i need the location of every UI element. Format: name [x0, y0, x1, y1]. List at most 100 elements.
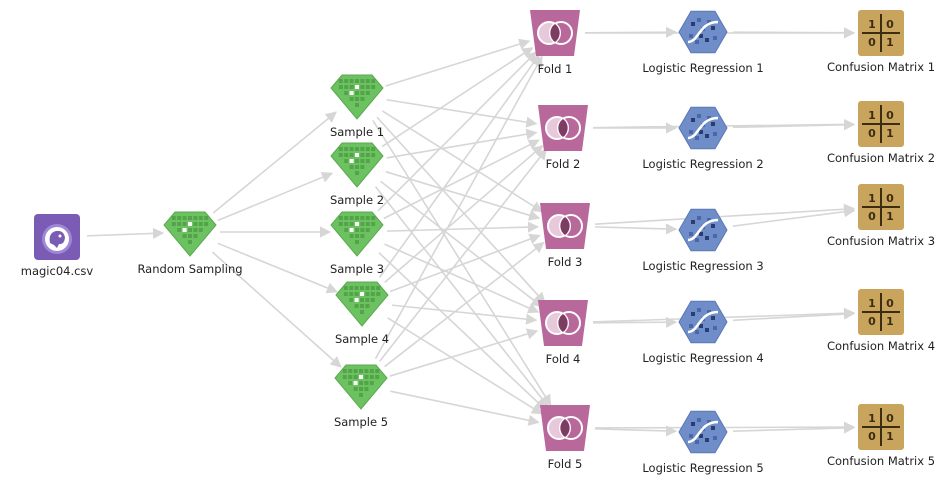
- logistic-regression-icon[interactable]: [678, 10, 728, 54]
- sample-icon[interactable]: [330, 142, 384, 188]
- matrix-digit: 0: [886, 412, 894, 425]
- sampling-icon[interactable]: [163, 211, 217, 257]
- matrix-digit: 0: [868, 315, 876, 328]
- edge-lr3-to-cm3: [732, 206, 856, 227]
- sample-icon[interactable]: [330, 74, 384, 120]
- node-label-f4: Fold 4: [545, 352, 581, 366]
- edge-lr2-to-cm2: [732, 119, 856, 131]
- edge-f3-to-lr3: [594, 223, 678, 235]
- edge-s2-to-f4: [380, 180, 543, 308]
- edge-s5-to-f3: [384, 241, 545, 368]
- node-label-magic: magic04.csv: [20, 264, 94, 278]
- edge-rs-to-s2: [217, 171, 334, 222]
- edge-magic-to-rs: [86, 227, 165, 239]
- matrix-digit: 1: [886, 36, 894, 49]
- edge-s1-to-f1: [385, 38, 531, 87]
- node-label-f3: Fold 3: [547, 255, 583, 269]
- edge-rs-to-s5: [211, 251, 342, 368]
- edge-s4-to-f2: [384, 144, 544, 283]
- edge-f3-to-cm3: [594, 203, 856, 225]
- edge-s5-to-f5: [390, 390, 540, 426]
- node-label-rs: Random Sampling: [137, 262, 243, 276]
- node-label-lr4: Logistic Regression 4: [642, 351, 764, 365]
- edge-s2-to-f5: [374, 186, 550, 408]
- edge-lr5-to-cm5: [732, 422, 856, 434]
- node-label-cm2: Confusion Matrix 2: [826, 151, 936, 165]
- edge-s3-to-f2: [383, 139, 540, 220]
- edge-rs-to-s1: [212, 111, 337, 214]
- edges-layer: [86, 26, 856, 437]
- matrix-digit: 0: [886, 18, 894, 31]
- sample-icon[interactable]: [330, 211, 384, 257]
- edge-rs-to-s4: [217, 242, 339, 294]
- merge-icon[interactable]: [540, 203, 590, 249]
- edge-s1-to-f2: [386, 98, 538, 128]
- matrix-digit: 1: [868, 192, 876, 205]
- node-label-cm4: Confusion Matrix 4: [826, 339, 936, 353]
- edge-lr1-to-cm1: [732, 27, 856, 39]
- edge-s4-to-f4: [391, 304, 538, 325]
- node-label-cm3: Confusion Matrix 3: [826, 234, 936, 248]
- edge-s5-to-f1: [374, 55, 543, 360]
- edge-f4-to-lr4: [592, 316, 678, 328]
- logistic-regression-icon[interactable]: [678, 208, 728, 252]
- edge-s2-to-f2: [386, 128, 538, 159]
- merge-icon[interactable]: [540, 405, 590, 451]
- node-label-s4: Sample 4: [334, 332, 390, 346]
- matrix-digit: 0: [868, 430, 876, 443]
- merge-icon[interactable]: [530, 10, 580, 56]
- node-label-f5: Fold 5: [547, 457, 583, 471]
- node-label-lr3: Logistic Regression 3: [642, 259, 764, 273]
- edge-s4-to-f5: [387, 317, 544, 415]
- node-label-lr5: Logistic Regression 5: [642, 461, 764, 475]
- matrix-digit: 0: [886, 297, 894, 310]
- matrix-digit: 1: [886, 315, 894, 328]
- node-label-s2: Sample 2: [329, 193, 385, 207]
- node-label-s3: Sample 3: [329, 262, 385, 276]
- edge-s1-to-f4: [376, 116, 546, 304]
- edge-s1-to-f5: [372, 120, 552, 407]
- matrix-digit: 1: [868, 18, 876, 31]
- edge-s3-to-f1: [377, 51, 537, 212]
- logistic-regression-icon[interactable]: [678, 300, 728, 344]
- node-label-lr2: Logistic Regression 2: [642, 157, 764, 171]
- logistic-regression-icon[interactable]: [678, 106, 728, 150]
- node-label-f1: Fold 1: [537, 62, 573, 76]
- logistic-regression-icon[interactable]: [678, 410, 728, 454]
- file-csv-icon[interactable]: [34, 214, 80, 260]
- matrix-digit: 0: [886, 109, 894, 122]
- sample-icon[interactable]: [334, 364, 388, 410]
- node-label-cm1: Confusion Matrix 1: [826, 60, 936, 74]
- matrix-digit: 0: [868, 127, 876, 140]
- edge-s3-to-f3: [386, 221, 540, 233]
- edge-s3-to-f4: [384, 243, 540, 314]
- matrix-digit: 0: [886, 192, 894, 205]
- matrix-digit: 1: [868, 109, 876, 122]
- edge-s4-to-f3: [389, 233, 541, 293]
- edge-s4-to-f1: [378, 54, 540, 279]
- node-label-s1: Sample 1: [329, 125, 385, 139]
- matrix-digit: 1: [886, 210, 894, 223]
- merge-icon[interactable]: [538, 105, 588, 151]
- matrix-digit: 0: [868, 210, 876, 223]
- matrix-digit: 1: [868, 297, 876, 310]
- merge-icon[interactable]: [538, 300, 588, 346]
- matrix-digit: 1: [868, 412, 876, 425]
- node-label-cm5: Confusion Matrix 5: [826, 454, 936, 468]
- node-label-s5: Sample 5: [333, 415, 389, 429]
- edge-s5-to-f2: [378, 148, 548, 362]
- matrix-digit: 1: [886, 127, 894, 140]
- node-label-f2: Fold 2: [545, 157, 581, 171]
- edge-s2-to-f1: [381, 47, 534, 148]
- edge-s2-to-f3: [385, 170, 541, 221]
- edge-s3-to-f5: [378, 251, 547, 411]
- matrix-digit: 0: [868, 36, 876, 49]
- sample-icon[interactable]: [335, 281, 389, 327]
